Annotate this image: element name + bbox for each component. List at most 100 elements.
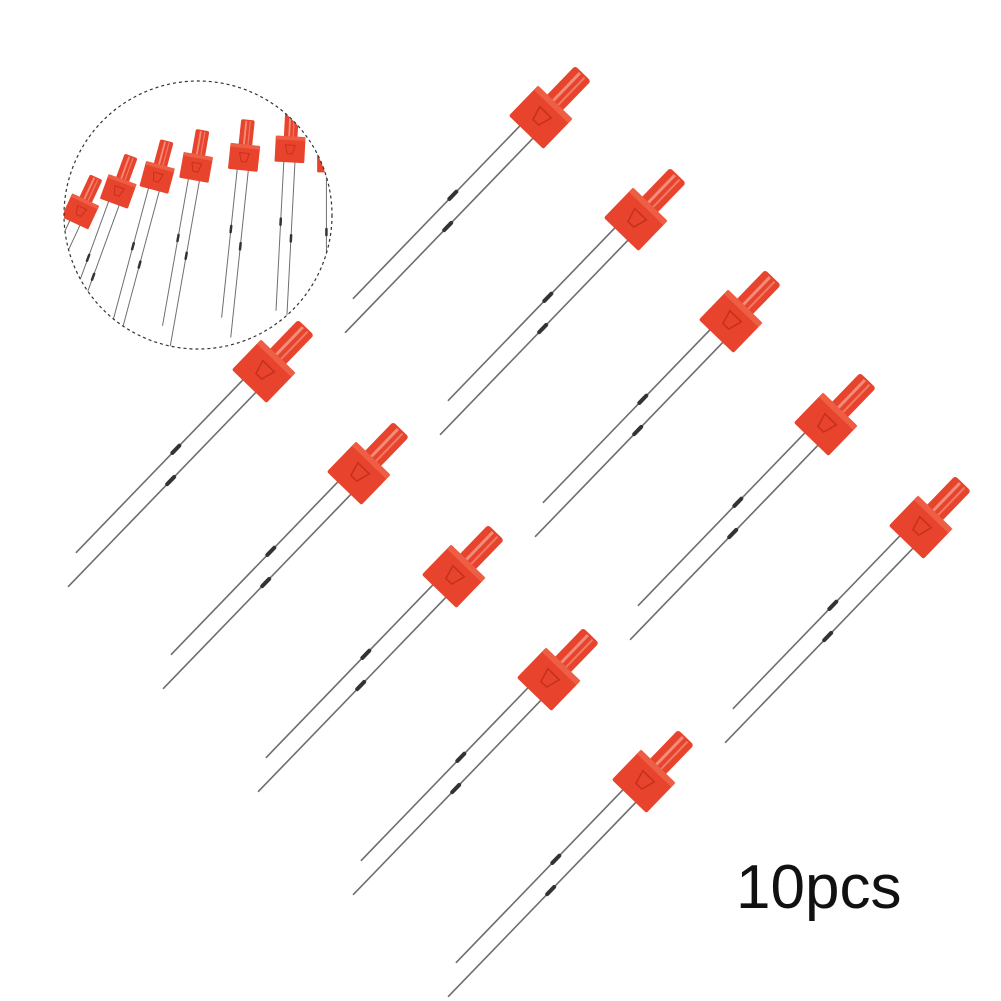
lead-kink xyxy=(822,630,834,643)
led-lead xyxy=(230,169,249,338)
led-lead xyxy=(162,177,190,326)
lead-kink xyxy=(238,241,242,251)
led-lead xyxy=(109,187,150,333)
led-lens xyxy=(458,526,503,571)
led-lead xyxy=(162,492,353,690)
led-body xyxy=(889,496,952,559)
led xyxy=(64,154,138,349)
lead-kink xyxy=(170,443,182,455)
led xyxy=(257,526,503,793)
lead-kink xyxy=(545,884,557,897)
led xyxy=(629,374,875,641)
lead-kink xyxy=(355,679,367,692)
led xyxy=(447,731,693,998)
lead-kink xyxy=(176,233,180,243)
led-lead xyxy=(257,595,448,793)
lead-kink xyxy=(455,751,467,763)
led-body xyxy=(612,750,675,813)
led-lens xyxy=(648,731,693,776)
led-lens xyxy=(830,374,875,419)
led-lead xyxy=(344,136,535,334)
lead-kink xyxy=(279,217,283,226)
led xyxy=(221,119,261,338)
led-lead xyxy=(447,226,617,402)
led-lead xyxy=(534,340,725,538)
lead-kink xyxy=(184,251,188,261)
led-lead xyxy=(67,390,258,588)
lead-kink xyxy=(42,270,48,279)
led-body xyxy=(317,146,332,173)
led-lead xyxy=(629,443,820,641)
led-body xyxy=(232,340,295,403)
lead-kink xyxy=(45,290,51,299)
led-lead xyxy=(221,168,238,318)
led xyxy=(274,111,306,330)
led-lead xyxy=(170,480,340,656)
lead-kink xyxy=(260,576,272,589)
led-group xyxy=(67,67,970,998)
led-body xyxy=(327,442,390,505)
led-lens xyxy=(268,321,313,366)
lead-kink xyxy=(265,545,277,557)
led-lens xyxy=(545,67,590,112)
lead-kink xyxy=(165,474,177,487)
led-lead xyxy=(732,534,902,710)
lead-kink xyxy=(229,224,233,234)
led-lens xyxy=(640,169,685,214)
led xyxy=(724,477,970,744)
led-lead xyxy=(455,788,625,964)
lead-kink xyxy=(90,272,96,281)
led-lead xyxy=(352,698,543,896)
led-lead xyxy=(75,378,245,554)
lead-kink xyxy=(732,496,744,508)
lead-kink xyxy=(550,853,562,865)
lead-kink xyxy=(130,241,136,251)
led xyxy=(352,629,598,896)
led-body xyxy=(422,545,485,608)
lead-kink xyxy=(637,393,649,405)
led xyxy=(42,174,102,349)
led-lead xyxy=(447,800,638,998)
led xyxy=(344,67,590,334)
lead-kink xyxy=(450,782,462,795)
led-body xyxy=(228,143,261,172)
lead-kink xyxy=(542,291,554,303)
led xyxy=(67,321,313,588)
led-lead xyxy=(265,583,435,759)
led xyxy=(162,423,408,690)
lead-kink xyxy=(632,424,644,437)
led xyxy=(109,139,175,349)
led-body xyxy=(274,135,306,164)
led-lens xyxy=(553,629,598,674)
lead-kink xyxy=(325,227,328,237)
led-lead xyxy=(285,161,296,330)
lead-kink xyxy=(360,648,372,660)
lead-kink xyxy=(537,322,549,335)
led xyxy=(534,271,780,538)
led-lens xyxy=(735,271,780,316)
lead-kink xyxy=(137,260,142,269)
led-lead xyxy=(64,219,71,349)
led-lead xyxy=(64,204,120,349)
led-lead xyxy=(115,190,160,349)
led-lens xyxy=(363,423,408,468)
lead-kink xyxy=(85,253,91,262)
led-lead xyxy=(360,686,530,862)
lead-kink xyxy=(447,189,459,201)
inset-border xyxy=(63,80,333,350)
led-body xyxy=(699,290,762,353)
led-lens xyxy=(325,121,332,149)
led-lead xyxy=(169,179,201,347)
led-lens xyxy=(925,477,970,522)
led-lead xyxy=(542,328,712,504)
led-body xyxy=(179,152,213,183)
led xyxy=(317,121,332,322)
led-lens xyxy=(283,111,299,140)
led xyxy=(439,169,685,436)
lead-kink xyxy=(289,233,293,243)
led-lead xyxy=(439,238,630,436)
lead-kink xyxy=(727,527,739,540)
led-body xyxy=(794,393,857,456)
